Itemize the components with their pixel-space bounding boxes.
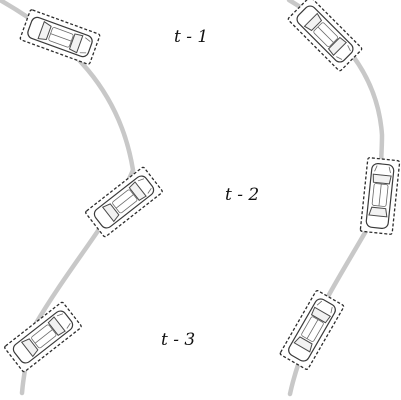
car-right-t1 — [288, 0, 363, 71]
car-right-t2 — [360, 158, 400, 235]
time-label-t2: t - 2 — [225, 185, 259, 205]
car-left-t1 — [20, 9, 100, 64]
car-left-t2 — [85, 167, 163, 238]
time-label-t3: t - 3 — [161, 330, 195, 350]
car-right-t3 — [280, 290, 345, 370]
time-label-t1: t - 1 — [174, 27, 208, 47]
